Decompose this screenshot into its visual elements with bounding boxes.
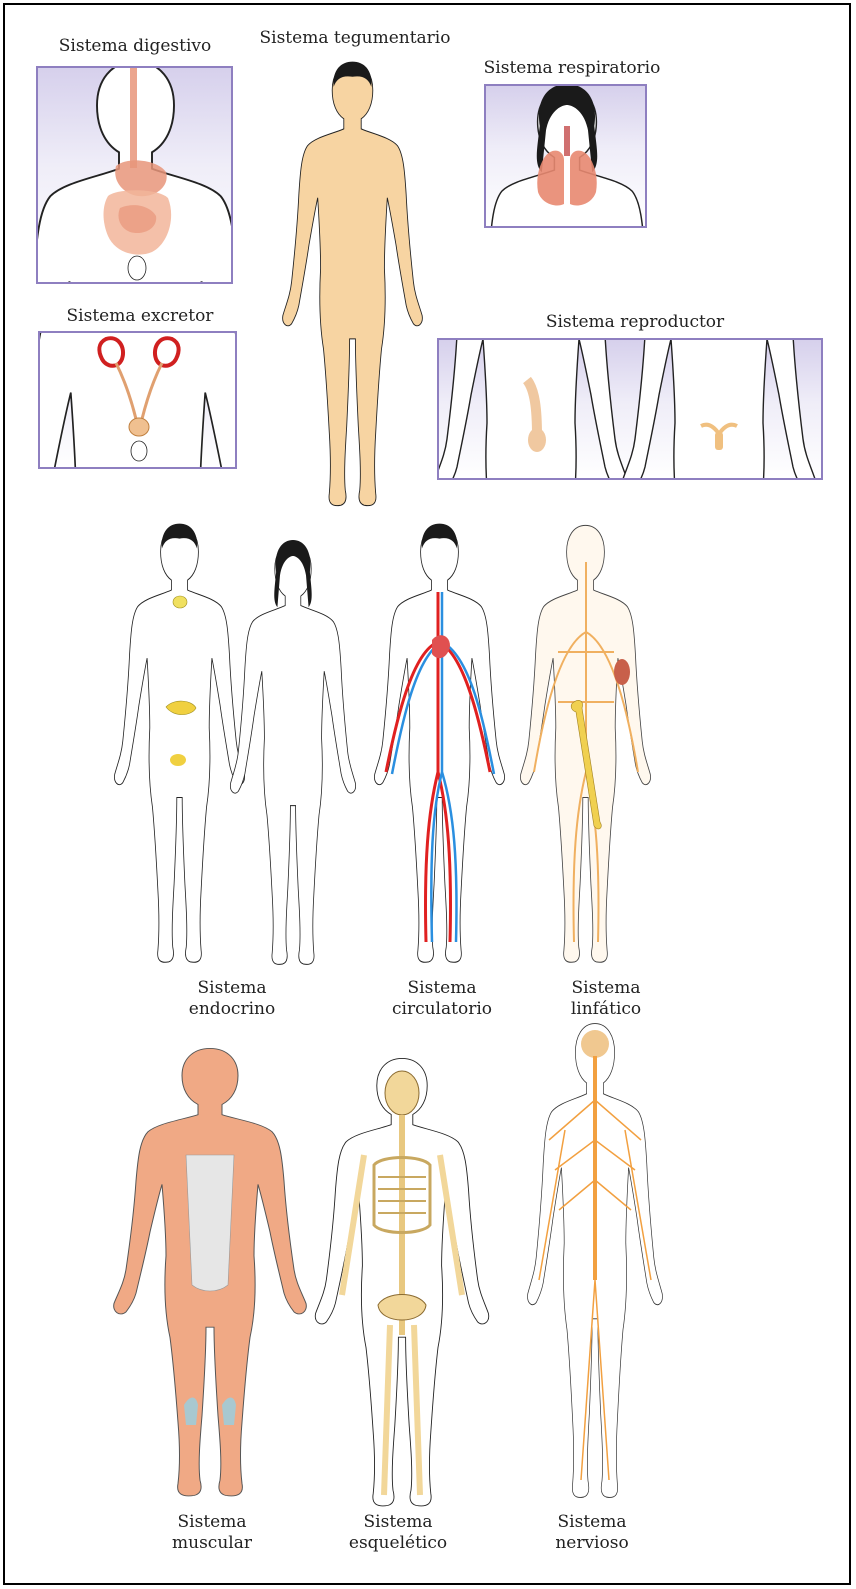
label-esqueletico: Sistema esquelético (318, 1512, 478, 1555)
label-endocrino-line2: endocrino (152, 999, 312, 1020)
nervous-system-illustration (525, 1020, 665, 1495)
skeletal-system-illustration (312, 1055, 492, 1510)
integumentary-system-illustration (280, 60, 425, 510)
digestive-system-illustration (38, 68, 233, 284)
label-linfatico-line1: Sistema (526, 978, 686, 999)
label-muscular: Sistema muscular (132, 1512, 292, 1555)
label-nervioso: Sistema nervioso (512, 1512, 672, 1555)
label-circulatorio-line2: circulatorio (362, 999, 522, 1020)
label-endocrino: Sistema endocrino (152, 978, 312, 1021)
excretory-system-illustration (40, 333, 237, 469)
panel-digestivo (36, 66, 233, 284)
label-sistema-excretor: Sistema excretor (50, 306, 230, 327)
label-nervioso-line1: Sistema (512, 1512, 672, 1533)
lymphatic-system-illustration (518, 522, 653, 967)
muscular-system-illustration (110, 1045, 310, 1500)
label-esqueletico-line2: esquelético (318, 1533, 478, 1554)
reproductive-system-illustration (439, 340, 823, 480)
label-linfatico-line2: linfático (526, 999, 686, 1020)
label-nervioso-line2: nervioso (512, 1533, 672, 1554)
circulatory-system-illustration (372, 522, 507, 967)
label-sistema-respiratorio: Sistema respiratorio (472, 58, 672, 79)
label-linfatico: Sistema linfático (526, 978, 686, 1021)
label-circulatorio: Sistema circulatorio (362, 978, 522, 1021)
respiratory-system-illustration (486, 86, 647, 228)
label-sistema-tegumentario: Sistema tegumentario (245, 28, 465, 49)
label-esqueletico-line1: Sistema (318, 1512, 478, 1533)
endocrine-system-female-illustration (228, 540, 358, 965)
panel-respiratorio (484, 84, 647, 228)
panel-reproductor (437, 338, 823, 480)
label-endocrino-line1: Sistema (152, 978, 312, 999)
label-muscular-line1: Sistema (132, 1512, 292, 1533)
label-muscular-line2: muscular (132, 1533, 292, 1554)
label-sistema-digestivo: Sistema digestivo (40, 36, 230, 57)
label-circulatorio-line1: Sistema (362, 978, 522, 999)
panel-excretor (38, 331, 237, 469)
label-sistema-reproductor: Sistema reproductor (520, 312, 750, 333)
